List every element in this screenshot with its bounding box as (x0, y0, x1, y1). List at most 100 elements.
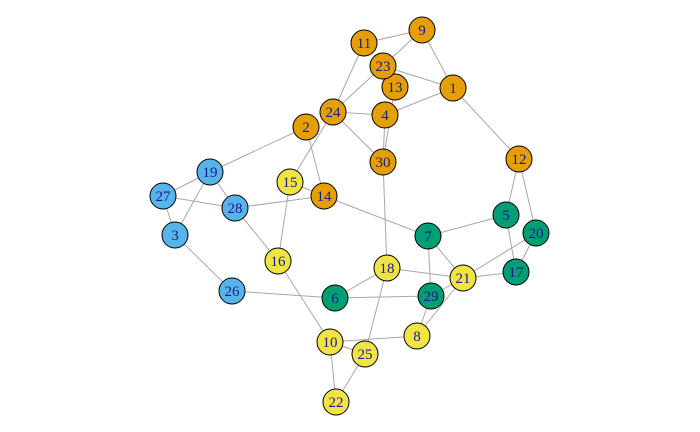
node-circle (264, 247, 292, 275)
node-label: 26 (225, 284, 241, 300)
node-30: 30 (369, 148, 397, 176)
node-circle (408, 16, 436, 44)
node-19: 19 (196, 158, 224, 186)
node-2: 2 (292, 113, 320, 141)
node-14: 14 (310, 182, 338, 210)
edge-14-7 (323, 195, 429, 237)
node-circle (322, 388, 350, 416)
node-13: 13 (381, 73, 409, 101)
node-15: 15 (276, 168, 304, 196)
node-10: 10 (316, 328, 344, 356)
node-3: 3 (161, 221, 189, 249)
node-circle (403, 322, 431, 350)
node-22: 22 (322, 388, 350, 416)
node-label: 14 (317, 189, 333, 205)
node-label: 5 (502, 208, 510, 224)
node-label: 27 (156, 189, 172, 205)
node-label: 15 (283, 175, 298, 191)
node-4: 4 (371, 101, 399, 129)
node-circle (369, 148, 397, 176)
node-25: 25 (351, 340, 379, 368)
node-1: 1 (439, 74, 467, 102)
node-label: 25 (358, 347, 373, 363)
node-circle (161, 221, 189, 249)
node-circle (439, 74, 467, 102)
nodes-layer: 1234567891011121314151617181920212223242… (149, 16, 550, 416)
node-label: 1 (449, 81, 457, 97)
node-label: 11 (357, 36, 371, 52)
node-circle (492, 201, 520, 229)
node-label: 29 (424, 289, 439, 305)
node-circle (276, 168, 304, 196)
edge-10-8 (329, 335, 418, 343)
node-circle (196, 158, 224, 186)
node-29: 29 (417, 282, 445, 310)
node-label: 2 (302, 120, 310, 136)
edge-2-19 (209, 126, 307, 173)
node-label: 13 (388, 80, 403, 96)
edge-6-29 (334, 295, 432, 299)
node-circle (310, 182, 338, 210)
node-6: 6 (321, 284, 349, 312)
node-label: 12 (512, 152, 527, 168)
node-5: 5 (492, 201, 520, 229)
node-label: 16 (271, 254, 287, 270)
node-circle (522, 219, 550, 247)
node-28: 28 (221, 194, 249, 222)
node-20: 20 (522, 219, 550, 247)
edge-20-21 (462, 232, 537, 279)
node-label: 8 (413, 329, 421, 345)
node-circle (149, 182, 177, 210)
node-16: 16 (264, 247, 292, 275)
edges-layer (162, 29, 537, 403)
node-11: 11 (350, 29, 378, 57)
node-circle (449, 264, 477, 292)
node-circle (369, 52, 397, 80)
node-label: 22 (329, 395, 344, 411)
node-label: 7 (424, 229, 432, 245)
node-23: 23 (369, 52, 397, 80)
node-8: 8 (403, 322, 431, 350)
edge-26-6 (231, 290, 336, 299)
node-label: 24 (326, 105, 342, 121)
edge-30-18 (382, 161, 388, 269)
node-circle (373, 254, 401, 282)
node-circle (350, 29, 378, 57)
node-label: 17 (509, 265, 525, 281)
node-label: 30 (376, 155, 391, 171)
node-label: 10 (323, 335, 338, 351)
edge-1-12 (452, 87, 520, 160)
node-label: 19 (203, 165, 218, 181)
edge-16-10 (277, 260, 331, 343)
node-7: 7 (414, 222, 442, 250)
node-18: 18 (373, 254, 401, 282)
node-circle (292, 113, 320, 141)
node-label: 21 (456, 271, 471, 287)
node-label: 23 (376, 59, 391, 75)
node-17: 17 (502, 258, 530, 286)
node-circle (321, 284, 349, 312)
node-circle (316, 328, 344, 356)
node-circle (502, 258, 530, 286)
node-27: 27 (149, 182, 177, 210)
node-9: 9 (408, 16, 436, 44)
node-21: 21 (449, 264, 477, 292)
node-12: 12 (505, 145, 533, 173)
node-circle (505, 145, 533, 173)
node-26: 26 (218, 277, 246, 305)
node-circle (381, 73, 409, 101)
node-label: 3 (171, 228, 179, 244)
node-label: 6 (331, 291, 339, 307)
node-label: 9 (418, 23, 426, 39)
node-label: 28 (228, 201, 243, 217)
node-circle (319, 98, 347, 126)
node-circle (371, 101, 399, 129)
node-label: 20 (529, 226, 544, 242)
node-circle (417, 282, 445, 310)
node-label: 18 (380, 261, 395, 277)
node-label: 4 (381, 108, 389, 124)
node-24: 24 (319, 98, 347, 126)
edge-28-14 (234, 195, 325, 209)
